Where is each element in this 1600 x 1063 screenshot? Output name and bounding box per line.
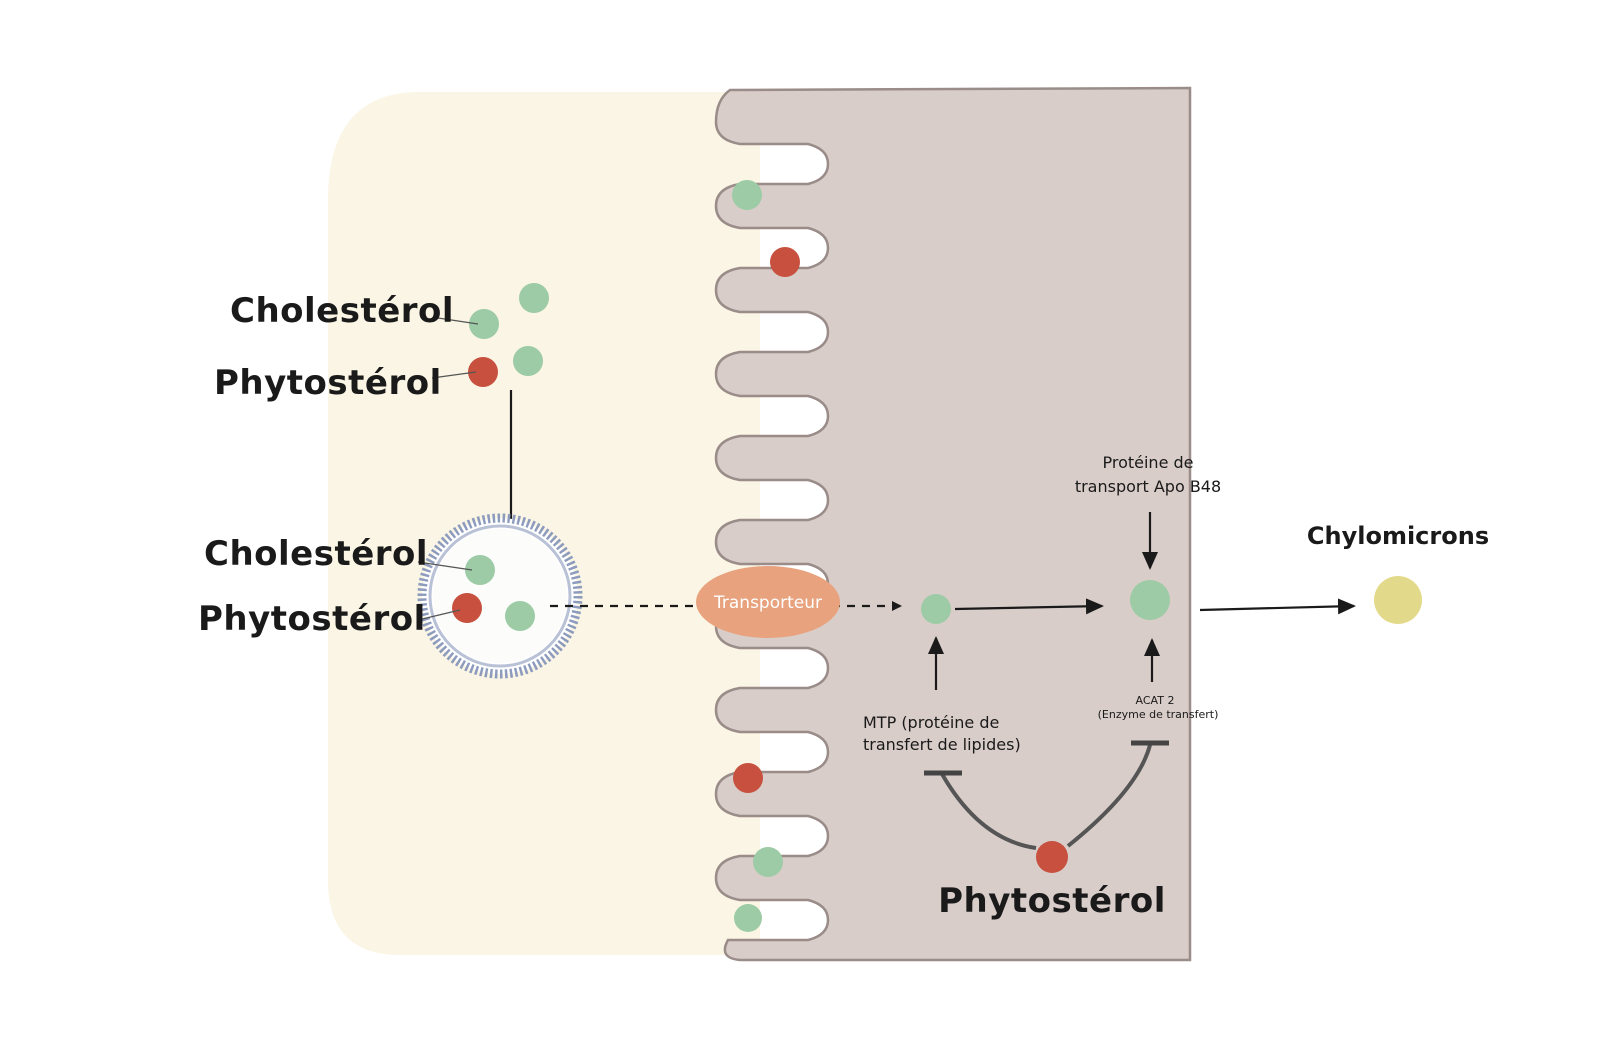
apo-b48-label-line2: transport Apo B48 [1075,477,1221,496]
cholesterol-label-micelle: Cholestérol [204,534,428,574]
cholesterol-dot [753,847,783,877]
phytosterol-dot [770,247,800,277]
cholesterol-dot [519,283,549,313]
acat-label-line1: ACAT 2 [1136,694,1175,707]
cholesterol-dot [732,180,762,210]
transporter-label: Transporteur [713,593,822,613]
cholesterol-pointer-line [417,561,473,571]
acat-label-line2: (Enzyme de transfert) [1098,708,1219,721]
arrow-to-esterified [954,598,1104,615]
enterocyte-cell [714,86,1192,962]
transporter [696,566,840,638]
intestinal-lumen [328,92,760,955]
inhibition-line-acat [1066,744,1152,848]
phytosterol-pointer-line [431,371,477,379]
arrow-to-chylomicrons [1199,598,1356,615]
micelle [417,513,583,679]
phytosterol-dot [733,763,763,793]
phytosterol-label-micelle: Phytostérol [198,599,426,639]
apo-b48-label-line1: Protéine de [1102,453,1193,472]
cholesterol-ester-dot [1130,580,1170,620]
chylomicron-dot [1374,576,1422,624]
phytosterol-dot [1036,841,1068,873]
mtp-label-line1: MTP (protéine de [863,713,999,732]
chylomicrons-label: Chylomicrons [1307,522,1489,550]
cholesterol-label-top: Cholestérol [230,291,454,331]
cholesterol-dot [734,904,762,932]
phytosterol-label-bottom: Phytostérol [938,881,1166,921]
cholesterol-pointer-line [437,317,479,325]
cholesterol-dot [921,594,951,624]
cholesterol-dot [513,346,543,376]
cholesterol-dot [505,601,535,631]
cholesterol-dot [465,555,495,585]
phytosterol-label-top: Phytostérol [214,363,442,403]
phytosterol-pointer-line [417,609,461,621]
phytosterol-dot [452,593,482,623]
phytosterol-dot [468,357,498,387]
cholesterol-dot [469,309,499,339]
inhibition-line-mtp [940,773,1037,850]
mtp-label-line2: transfert de lipides) [863,735,1021,754]
